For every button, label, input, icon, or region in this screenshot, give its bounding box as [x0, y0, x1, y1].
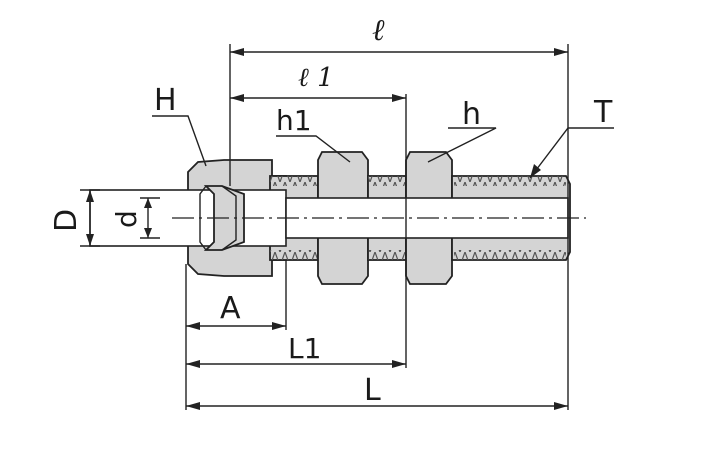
arrowhead — [392, 94, 406, 102]
label-A: A — [220, 291, 241, 326]
nut-thread-bottom — [270, 250, 318, 260]
fitting-body — [89, 151, 586, 285]
label-L: L — [364, 373, 381, 408]
label-H: H — [154, 83, 177, 118]
arrowhead — [554, 402, 568, 410]
arrowhead — [230, 94, 244, 102]
leader-h1 — [276, 135, 351, 163]
label-h1: h1 — [276, 104, 312, 137]
arrowhead — [186, 360, 200, 368]
label-T: T — [593, 95, 613, 130]
male-thread-bottom — [454, 250, 566, 260]
arrowhead — [186, 322, 200, 330]
bulkhead-thread-top — [368, 176, 406, 186]
bulkhead-thread-bottom — [368, 250, 406, 260]
arrowhead — [392, 360, 406, 368]
leader-H — [152, 115, 207, 167]
leader-h — [427, 127, 497, 163]
arrowhead — [272, 322, 286, 330]
label-L1: L1 — [288, 332, 321, 365]
dimensions — [80, 44, 614, 410]
arrowhead — [144, 198, 152, 208]
arrowhead — [86, 234, 94, 246]
label-d: d — [110, 210, 143, 228]
arrowhead — [86, 190, 94, 202]
arrowhead — [554, 48, 568, 56]
arrowhead — [144, 228, 152, 238]
labels: ℓ ℓ 1 H h1 h T D d A L1 L — [49, 13, 613, 408]
label-h: h — [462, 97, 481, 132]
label-D: D — [49, 209, 84, 232]
leader-T — [529, 127, 614, 179]
arrowhead — [530, 164, 541, 178]
male-thread-top — [454, 176, 566, 186]
label-l: ℓ — [372, 13, 385, 48]
nut-thread-top — [270, 176, 318, 186]
label-l1: ℓ 1 — [298, 63, 334, 93]
arrowhead — [230, 48, 244, 56]
arrowhead — [186, 402, 200, 410]
